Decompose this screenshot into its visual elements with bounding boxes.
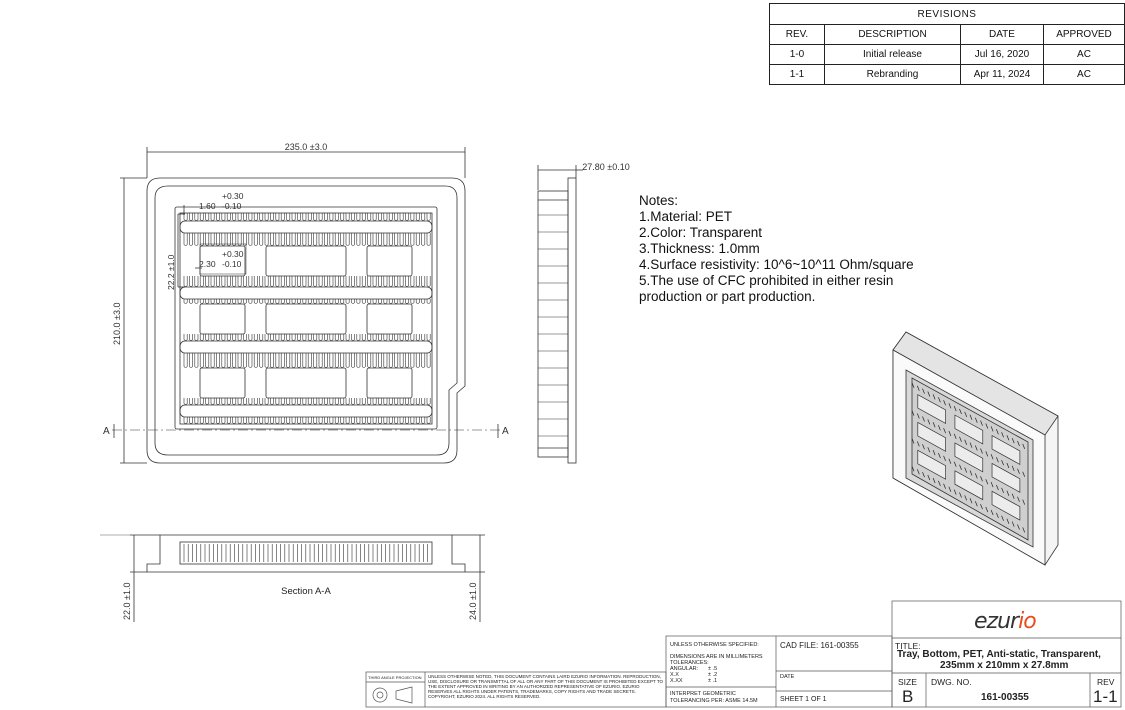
revision-date: Apr 11, 2024 [960, 64, 1044, 85]
legal-notice: UNLESS OTHERWISE NOTED, THIS DOCUMENT CO… [428, 674, 664, 699]
drawing-title-line1: Tray, Bottom, PET, Anti-static, Transpar… [897, 649, 1101, 660]
geometric-tolerancing-standard: TOLERANCING PER: ASME 14.5M [670, 698, 758, 704]
tolerance-line: X.XX [670, 678, 683, 684]
title-label: TITLE: [895, 641, 921, 651]
note-item: 2.Color: Transparent [639, 225, 763, 240]
note-item: 4.Surface resistivity: 10^6~10^11 Ohm/sq… [639, 257, 914, 272]
rev-value: 1-1 [1093, 687, 1118, 706]
section-mark-left: A [103, 426, 110, 437]
tolerance-value: ± .2 [708, 672, 718, 678]
section-left-dimension: 22.0 ±1.0 [122, 583, 132, 620]
tolerance-plus-b: +0.30 [222, 249, 244, 259]
date-label: DATE [780, 674, 795, 680]
tolerance-line: ANGULAR: [670, 666, 699, 672]
tolerance-plus-a: +0.30 [222, 191, 244, 201]
tolerance-minus-a: -0.10 [222, 201, 242, 211]
geometric-tolerancing: INTERPRET GEOMETRIC [670, 691, 736, 697]
tolerance-line: X.X [670, 672, 679, 678]
tolerance-value: ± .5 [708, 666, 718, 672]
tolerance-line: DIMENSIONS ARE IN MILLIMETERS [670, 654, 763, 660]
tolerance-value: ± .1 [708, 678, 718, 684]
drawing-number-label: DWG. NO. [931, 677, 972, 687]
revision-description: Rebranding [824, 64, 961, 85]
pitch-dimension: 22.2 ±1.0 [166, 254, 176, 290]
isometric-view [892, 331, 1059, 566]
thickness-dimension: 27.80 ±0.10 [582, 162, 629, 172]
cad-file: CAD FILE: 161-00355 [780, 641, 859, 650]
section-mark-right: A [502, 426, 509, 437]
section-right-dimension: 24.0 ±1.0 [468, 583, 478, 620]
title-block [365, 600, 1122, 708]
size-label: SIZE [898, 677, 917, 687]
nominal-a: 1.60 [199, 201, 216, 211]
tolerance-heading: UNLESS OTHERWISE SPECIFIED: [670, 642, 759, 648]
size-value: B [902, 687, 914, 706]
notes-heading: Notes: [639, 193, 679, 208]
nominal-b: 2.30 [199, 259, 216, 269]
section-label: Section A-A [281, 586, 331, 597]
height-dimension: 210.0 ±3.0 [112, 303, 122, 345]
revision-row: 1-0 Initial release Jul 16, 2020 AC [769, 44, 1125, 65]
tolerance-minus-b: -0.10 [222, 259, 242, 269]
note-item: 5.The use of CFC prohibited in either re… [639, 273, 894, 288]
rev-label: REV [1097, 677, 1115, 687]
note-item: 1.Material: PET [639, 209, 733, 224]
drawing-title-line2: 235mm x 210mm x 27.8mm [940, 660, 1069, 671]
company-logo: ezurio [974, 609, 1037, 634]
note-item: 3.Thickness: 1.0mm [639, 241, 760, 256]
tolerance-line: TOLERANCES: [670, 660, 709, 666]
revisions-table: REVISIONS REV. DESCRIPTION DATE APPROVED… [769, 3, 1125, 85]
drawing-number-value: 161-00355 [981, 692, 1029, 703]
revision-approved: AC [1043, 64, 1125, 85]
side-view [537, 177, 577, 464]
note-item: production or part production. [639, 289, 816, 304]
notes-block: Notes: 1.Material: PET 2.Color: Transpar… [639, 193, 914, 305]
section-view [146, 534, 466, 573]
revision-row: 1-1 Rebranding Apr 11, 2024 AC [769, 64, 1125, 85]
projection-label: THIRD ANGLE PROJECTION [368, 675, 422, 680]
sheet-label: SHEET 1 OF 1 [780, 696, 827, 703]
width-dimension: 235.0 ±3.0 [285, 142, 327, 152]
